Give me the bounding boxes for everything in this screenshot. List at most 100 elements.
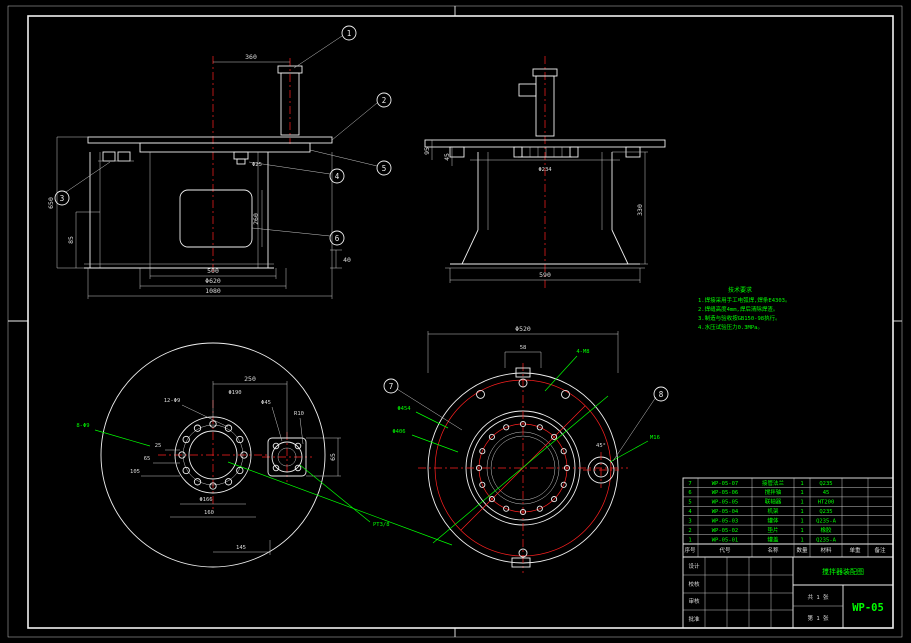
sheet-total: 共 1 张 — [808, 593, 829, 601]
parts-row: 2 WP-05-02 垫片 1 橡胶 — [688, 526, 832, 534]
svg-text:45: 45 — [823, 490, 830, 496]
dim-text: Φ620 — [205, 277, 221, 285]
svg-text:HT200: HT200 — [818, 500, 835, 506]
front-view-dimensions: 360 650 85 260 40 500 Φ620 1080 Φ25 — [47, 53, 351, 299]
svg-text:WP-05-05: WP-05-05 — [712, 500, 739, 506]
svg-text:搅拌轴: 搅拌轴 — [765, 488, 782, 496]
callout-6-balloon — [329, 230, 345, 246]
dim-text: 40 — [343, 256, 351, 264]
plan-right-callouts: 7 8 — [383, 378, 669, 462]
svg-text:罐盖: 罐盖 — [767, 535, 779, 543]
svg-text:5: 5 — [688, 500, 691, 506]
front-view-centerlines — [212, 56, 291, 275]
dim-text: 160 — [204, 510, 214, 516]
dim-text: Φ166 — [199, 497, 212, 503]
plan-left-green-leaders: 8-Φ9 PT3/8 — [76, 423, 453, 546]
svg-text:WP-05-03: WP-05-03 — [712, 519, 739, 525]
parts-row: 7 WP-05-07 接管法兰 1 Q235 — [688, 479, 832, 487]
plan-view-left: 250 Φ190 12-Φ9 Φ45 R10 25 65 105 Φ166 16… — [76, 342, 453, 568]
dim-text: 250 — [244, 375, 256, 383]
dim-text: 58 — [520, 345, 527, 351]
dim-text: 12-Φ9 — [164, 398, 181, 404]
dim-text: 65 — [329, 453, 337, 461]
callout-8: 8 — [659, 390, 664, 399]
border-frame — [7, 5, 903, 638]
svg-text:WP-05-04: WP-05-04 — [712, 509, 739, 515]
svg-text:WP-05-02: WP-05-02 — [712, 528, 739, 534]
svg-text:1: 1 — [800, 537, 803, 543]
dim-text: 260 — [252, 213, 260, 225]
callout-5: 5 — [382, 164, 387, 173]
svg-text:2: 2 — [688, 528, 691, 534]
drawing-number: WP-05 — [852, 602, 884, 614]
svg-text:1: 1 — [800, 509, 803, 515]
plan-view-right: Φ520 58 45° Φ454 Φ406 4-M8 M16 7 8 — [383, 325, 669, 573]
title-block: 设计 校核 审核 批准 搅拌器装配图 共 1 张 第 1 张 WP-05 — [682, 556, 894, 629]
side-view-dimensions: 95 45 Φ234 330 590 — [423, 140, 648, 283]
callout-8-balloon — [653, 386, 669, 402]
notes-line: 4.水压试验压力0.3MPa。 — [698, 323, 763, 331]
dim-text: 1080 — [205, 287, 221, 295]
svg-text:Q235: Q235 — [819, 481, 832, 487]
callout-2-balloon — [376, 92, 392, 108]
svg-text:1: 1 — [800, 519, 803, 525]
field-design: 设计 — [688, 562, 700, 570]
callout-7: 7 — [389, 382, 394, 391]
svg-text:垫片: 垫片 — [767, 526, 778, 534]
svg-text:WP-05-06: WP-05-06 — [712, 490, 739, 496]
plan-right-bolt-holes — [475, 367, 571, 568]
front-view-geometry — [84, 65, 333, 269]
dim-text: 500 — [207, 267, 219, 275]
dim-text: 590 — [539, 271, 551, 279]
field-approve: 批准 — [688, 615, 700, 623]
svg-text:数量: 数量 — [796, 546, 808, 554]
callout-7-balloon — [383, 378, 399, 394]
svg-text:机架: 机架 — [767, 507, 779, 515]
notes-line: 2.焊缝高度4mm,焊后清除焊渣。 — [698, 305, 778, 313]
callout-2: 2 — [382, 96, 387, 105]
plan-left-dimensions: 250 Φ190 12-Φ9 Φ45 R10 25 65 105 Φ166 16… — [130, 375, 341, 555]
dim-text: Φ45 — [261, 400, 271, 406]
dim-text: 105 — [130, 469, 140, 475]
svg-text:名称: 名称 — [767, 546, 779, 554]
svg-text:罐体: 罐体 — [767, 517, 779, 525]
notes-title: 技术要求 — [728, 286, 752, 294]
dia-label: Φ454 — [397, 406, 411, 412]
parts-list: 序号 代号 名称 数量 材料 单重 备注 7 WP-05-07 接管法兰 1 Q… — [682, 477, 894, 558]
side-view-geometry — [424, 68, 666, 269]
svg-text:1: 1 — [800, 490, 803, 496]
tap-label: 4-M8 — [576, 349, 589, 355]
callout-5-balloon — [376, 160, 392, 176]
dim-text: Φ234 — [538, 167, 552, 173]
dim-text: Φ25 — [252, 162, 262, 168]
dim-text: 65 — [144, 456, 151, 462]
svg-text:Q235-A: Q235-A — [816, 537, 837, 543]
svg-text:1: 1 — [800, 500, 803, 506]
svg-text:3: 3 — [688, 519, 691, 525]
dim-text: 650 — [47, 197, 55, 209]
hole-callout-label: 8-Φ9 — [76, 423, 89, 429]
svg-text:接管法兰: 接管法兰 — [762, 479, 785, 487]
svg-text:材料: 材料 — [820, 546, 832, 554]
svg-text:WP-05-07: WP-05-07 — [712, 481, 739, 487]
dim-text: 25 — [155, 443, 162, 449]
svg-text:WP-05-01: WP-05-01 — [712, 537, 739, 543]
side-view: 95 45 Φ234 330 590 — [423, 56, 666, 288]
dim-text: 45° — [596, 443, 606, 449]
callout-4: 4 — [335, 172, 340, 181]
dia-label: Φ406 — [392, 429, 405, 435]
plan-left-centerlines — [158, 400, 312, 510]
svg-text:6: 6 — [688, 490, 691, 496]
svg-text:1: 1 — [800, 481, 803, 487]
callout-6: 6 — [335, 234, 340, 243]
svg-text:Q235: Q235 — [819, 509, 832, 515]
svg-text:备注: 备注 — [874, 546, 886, 554]
callout-4-balloon — [329, 168, 345, 184]
svg-text:橡胶: 橡胶 — [820, 526, 832, 534]
thread-label: PT3/8 — [373, 522, 390, 528]
dim-text: 85 — [67, 236, 75, 244]
notes-line: 3.制造与验收按GB150-98执行。 — [698, 314, 781, 322]
parts-row: 5 WP-05-05 联轴器 1 HT200 — [688, 498, 834, 506]
